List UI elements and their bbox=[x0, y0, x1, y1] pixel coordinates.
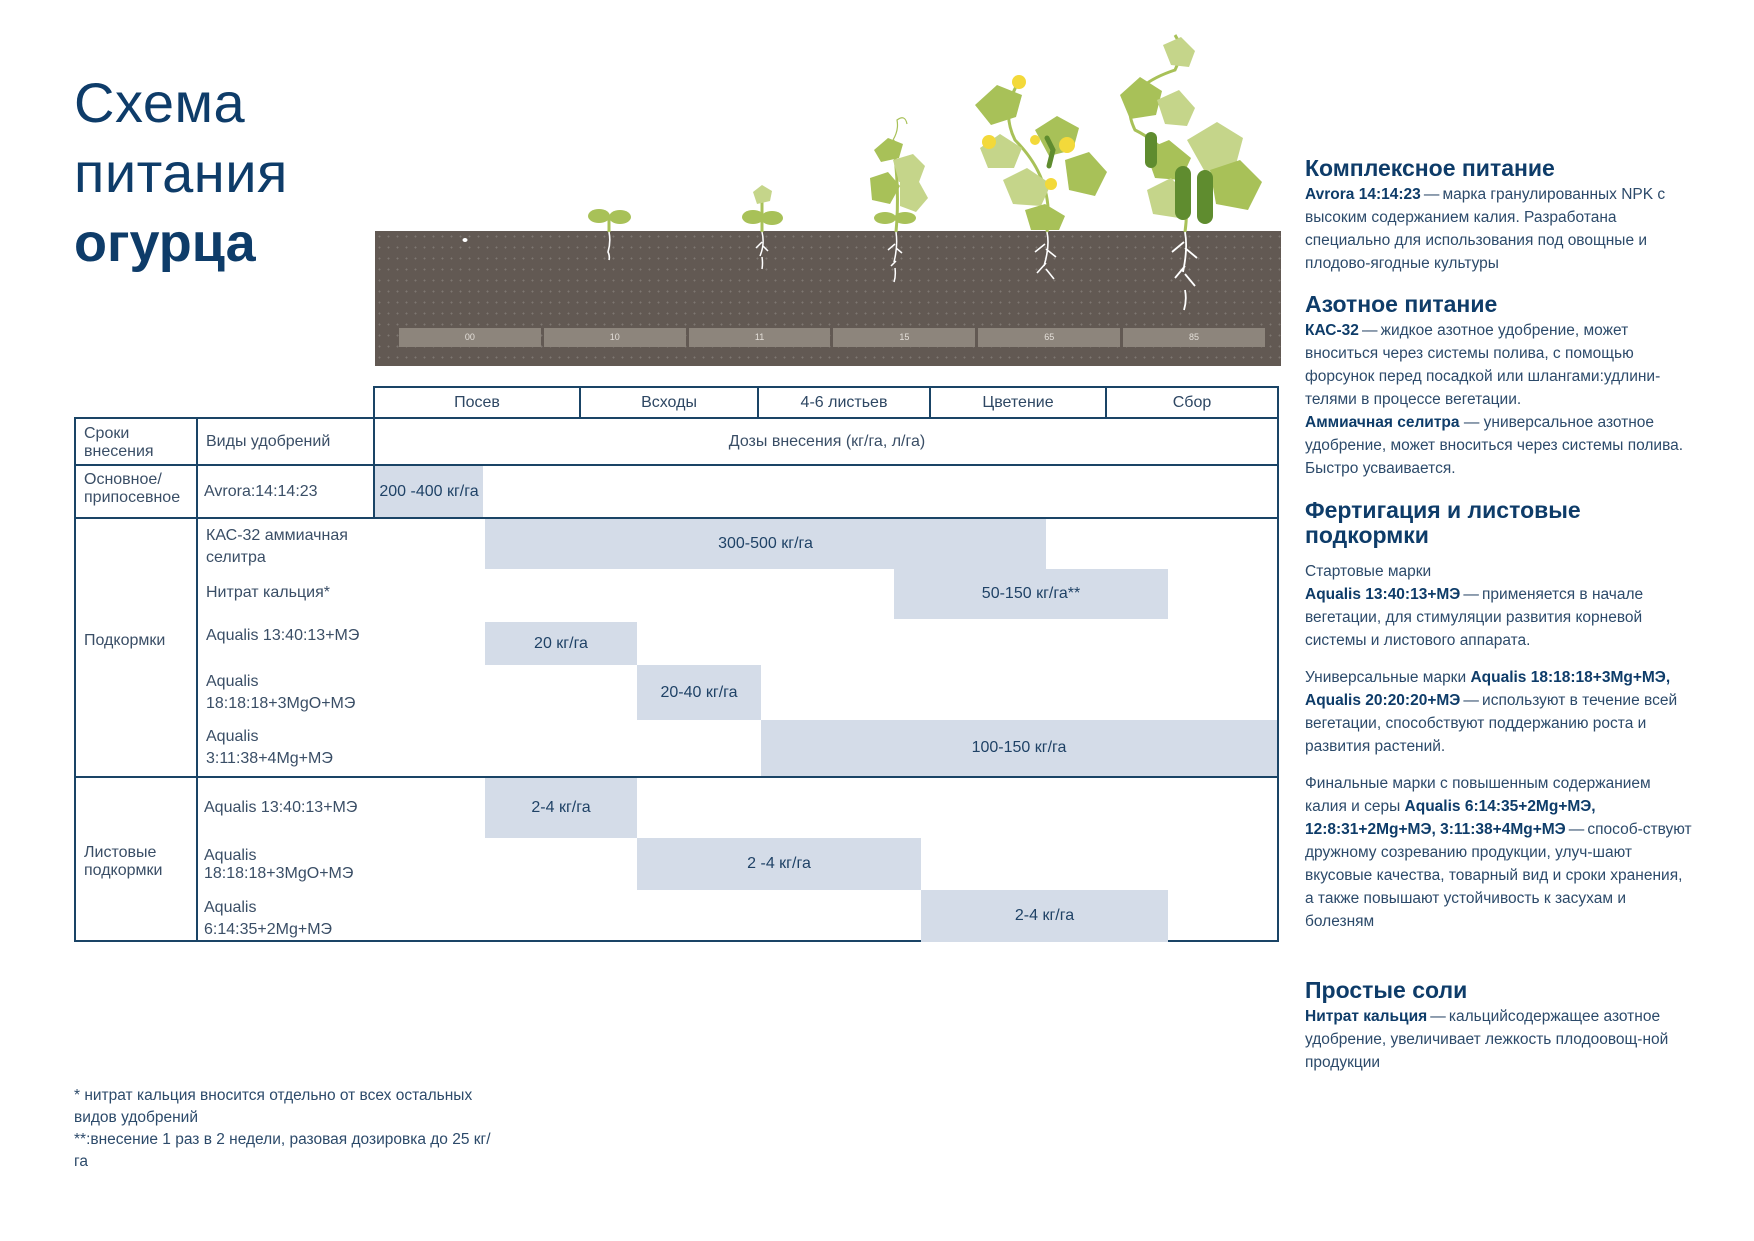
fertilizer-label: Нитрат кальция* bbox=[206, 584, 330, 601]
header-doses: Дозы внесения (кг/га, л/га) bbox=[728, 433, 926, 450]
title-line-2: питания bbox=[74, 141, 288, 204]
phase-flowering: Цветение bbox=[931, 388, 1107, 417]
fertilizer-label: Aqualis 3:11:38+4Mg+МЭ bbox=[206, 728, 333, 767]
fertilizer-label: Aqualis 18:18:18+3MgO+МЭ bbox=[206, 673, 356, 712]
dose-cell: 2 -4 кг/га bbox=[637, 838, 921, 890]
stage-code: 15 bbox=[833, 328, 976, 347]
seedling-icon bbox=[588, 209, 631, 261]
seedling-icon bbox=[742, 185, 783, 270]
product-name: Aqualis 6:14:35+2Mg+МЭ, 12:8:31+2Mg+МЭ, … bbox=[1305, 798, 1596, 838]
product-name: КАС-32 bbox=[1305, 322, 1359, 339]
dose-cell: 50-150 кг/га** bbox=[894, 569, 1168, 619]
young-plant-icon bbox=[870, 117, 928, 283]
section-simple-salts: Простые соли Нитрат кальция — кальцийсод… bbox=[1305, 978, 1695, 1074]
fertilizer-label: Aqualis 18:18:18+3MgO+МЭ bbox=[204, 847, 354, 882]
group-label-basic: Основное/ припосевное bbox=[84, 471, 181, 506]
title-line-1: Схема bbox=[74, 71, 246, 134]
dose-cell: 100-150 кг/га bbox=[761, 720, 1277, 776]
section-heading: Фертигация и листовые подкормки bbox=[1305, 497, 1581, 548]
group-label-top-dressing: Подкормки bbox=[84, 632, 166, 649]
fruiting-plant-icon bbox=[1120, 34, 1262, 311]
start-label: Стартовые марки bbox=[1305, 563, 1432, 580]
section-nitrogen: Азотное питание КАС-32 — жидкое азотное … bbox=[1305, 292, 1695, 480]
phase-harvest: Сбор bbox=[1172, 394, 1212, 411]
stage-code: 10 bbox=[543, 328, 686, 347]
product-name: Aqualis 13:40:13+МЭ bbox=[1305, 586, 1461, 603]
fertilizer-label: КАС-32 аммиачная селитра bbox=[206, 527, 348, 566]
phase-4-6-leaves: 4-6 листьев bbox=[759, 388, 931, 417]
group-label-foliar: Листовые подкормки bbox=[84, 844, 163, 879]
row-divider bbox=[76, 776, 1277, 778]
header-fertilizer-types: Виды удобрений bbox=[206, 433, 331, 450]
nutrition-table: 200 -400 кг/га 300-500 кг/га 50-150 кг/г… bbox=[74, 417, 1279, 942]
fertilizer-label: Aqualis 13:40:13+МЭ bbox=[206, 627, 360, 644]
section-heading: Простые соли bbox=[1305, 977, 1468, 1003]
row-divider bbox=[76, 517, 1277, 519]
dose-cell: 2-4 кг/га bbox=[921, 890, 1168, 942]
stage-code: 65 bbox=[978, 328, 1121, 347]
section-fertigation: Фертигация и листовые подкормки Стартовы… bbox=[1305, 498, 1695, 933]
column-divider bbox=[373, 419, 375, 519]
growth-illustration: 00 10 11 15 65 85 bbox=[375, 0, 1281, 366]
dose-cell: 200 -400 кг/га bbox=[375, 466, 483, 517]
product-name: Нитрат кальция bbox=[1305, 1008, 1428, 1025]
footnote-2: **:внесение 1 раз в 2 недели, разовая до… bbox=[74, 1131, 491, 1170]
flowering-plant-icon bbox=[975, 75, 1107, 280]
column-divider bbox=[196, 419, 198, 940]
stage-code: 11 bbox=[688, 328, 831, 347]
product-name: Aqualis 18:18:18+3Mg+МЭ, Aqualis 20:20:2… bbox=[1305, 669, 1671, 709]
section-heading: Комплексное питание bbox=[1305, 155, 1555, 181]
plants-svg bbox=[462, 34, 1262, 311]
dose-cell: 20 кг/га bbox=[485, 622, 637, 665]
phase-header-row: Посев Всходы 4-6 листьев Цветение Сбор bbox=[373, 386, 1279, 419]
stage-code: 85 bbox=[1123, 328, 1265, 347]
header-timing: Сроки внесения bbox=[84, 425, 154, 460]
fertilizer-label: Aqualis 6:14:35+2Mg+МЭ bbox=[204, 899, 333, 938]
soil-panel: 00 10 11 15 65 85 bbox=[375, 231, 1281, 366]
page-title: Схема питания огурца bbox=[74, 68, 288, 278]
dose-cell: 2-4 кг/га bbox=[485, 778, 637, 838]
fertilizer-label: Aqualis 13:40:13+МЭ bbox=[204, 799, 358, 816]
fertilizer-label: Avrora:14:14:23 bbox=[204, 483, 318, 500]
row-divider bbox=[76, 464, 1277, 466]
section-complex: Комплексное питание Avrora 14:14:23 — ма… bbox=[1305, 156, 1695, 275]
seed-icon bbox=[462, 238, 468, 242]
footnotes: * нитрат кальция вносится отдельно от вс… bbox=[74, 1085, 494, 1173]
stage-code: 00 bbox=[399, 328, 541, 347]
footnote-1: * нитрат кальция вносится отдельно от вс… bbox=[74, 1087, 473, 1126]
phase-emergence: Всходы bbox=[581, 388, 759, 417]
dose-cell: 300-500 кг/га bbox=[485, 519, 1046, 569]
dose-cell: 20-40 кг/га bbox=[637, 665, 761, 720]
title-line-3: огурца bbox=[74, 213, 256, 273]
growth-stage-bar: 00 10 11 15 65 85 bbox=[399, 328, 1265, 347]
phase-sowing: Посев bbox=[375, 388, 581, 417]
product-name: Аммиачная селитра bbox=[1305, 414, 1460, 431]
product-name: Avrora 14:14:23 bbox=[1305, 186, 1421, 203]
section-heading: Азотное питание bbox=[1305, 291, 1498, 317]
